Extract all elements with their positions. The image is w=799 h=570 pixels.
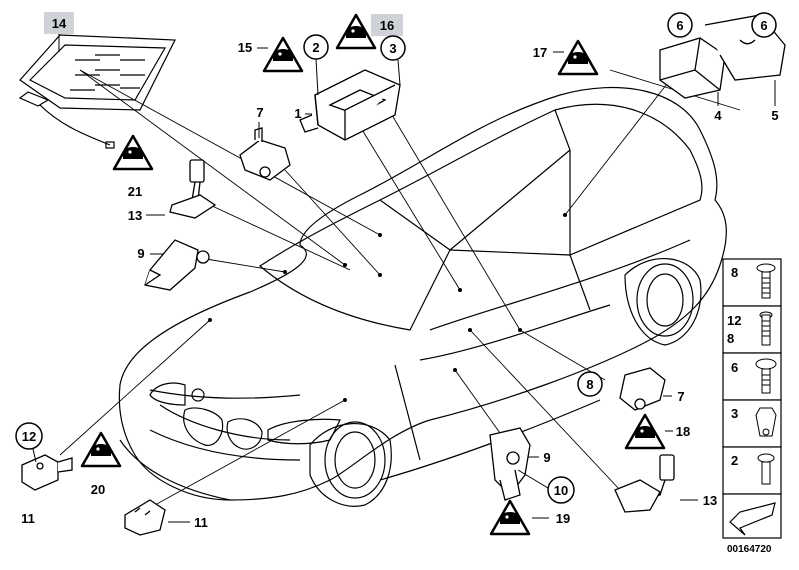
label-10: 10: [554, 483, 568, 498]
sensor-9-left: [144, 239, 210, 291]
warning-triangle-icon: [489, 499, 531, 536]
label-6-b: 6: [760, 18, 767, 33]
legend-label-8: 8: [731, 265, 738, 280]
callout-labels: 14 15 16 2 3 1 7 21 13 9 17: [15, 12, 779, 536]
label-1: 1: [294, 106, 301, 121]
label-8: 8: [586, 377, 593, 392]
label-21: 21: [128, 184, 142, 199]
airbag-control-unit: [299, 69, 401, 141]
sensor-11-bottom: [124, 499, 166, 536]
label-16: 16: [380, 18, 394, 33]
label-18: 18: [676, 424, 690, 439]
label-7-top: 7: [256, 105, 263, 120]
label-9-right: 9: [543, 450, 550, 465]
label-11-left: 11: [21, 511, 35, 526]
label-7-right: 7: [677, 389, 684, 404]
sensor-11-left: [21, 454, 73, 491]
legend-label-8b: 8: [727, 331, 734, 346]
parts-legend: 8 12 8 6 3 2: [722, 258, 782, 539]
part-number-code: 00164720: [727, 544, 772, 555]
sensor-13-left: [169, 159, 217, 219]
label-3: 3: [389, 41, 396, 56]
warning-triangle-icon: [557, 39, 599, 76]
label-17: 17: [533, 45, 547, 60]
sensor-9-right: [489, 427, 531, 501]
sensor-7-right: [619, 367, 666, 411]
label-15: 15: [238, 40, 252, 55]
label-6-a: 6: [676, 18, 683, 33]
label-14: 14: [52, 16, 67, 31]
sensor-13-right: [614, 454, 675, 513]
warning-triangle-icon: [80, 431, 122, 468]
leader-dots: [208, 213, 567, 402]
label-19: 19: [556, 511, 570, 526]
leader-lines: [59, 69, 741, 506]
label-11-bottom: 11: [194, 515, 208, 530]
label-5: 5: [771, 108, 778, 123]
label-2: 2: [312, 40, 319, 55]
warning-triangle-icon: [335, 13, 377, 50]
legend-label-12: 12: [727, 313, 741, 328]
legend-label-2: 2: [731, 453, 738, 468]
label-9-left: 9: [137, 246, 144, 261]
label-20: 20: [91, 482, 105, 497]
label-4: 4: [714, 108, 722, 123]
seat-occupancy-mat: [18, 34, 176, 149]
legend-label-3: 3: [731, 406, 738, 421]
warning-triangle-icon: [624, 413, 666, 450]
label-13-right: 13: [703, 493, 717, 508]
car-outline: [118, 86, 727, 507]
label-13-left: 13: [128, 208, 142, 223]
label-12: 12: [22, 429, 36, 444]
warning-triangle-icon: [262, 36, 304, 73]
legend-label-6: 6: [731, 360, 738, 375]
sensor-7-top: [239, 127, 291, 181]
warning-triangle-icon: [112, 134, 154, 171]
